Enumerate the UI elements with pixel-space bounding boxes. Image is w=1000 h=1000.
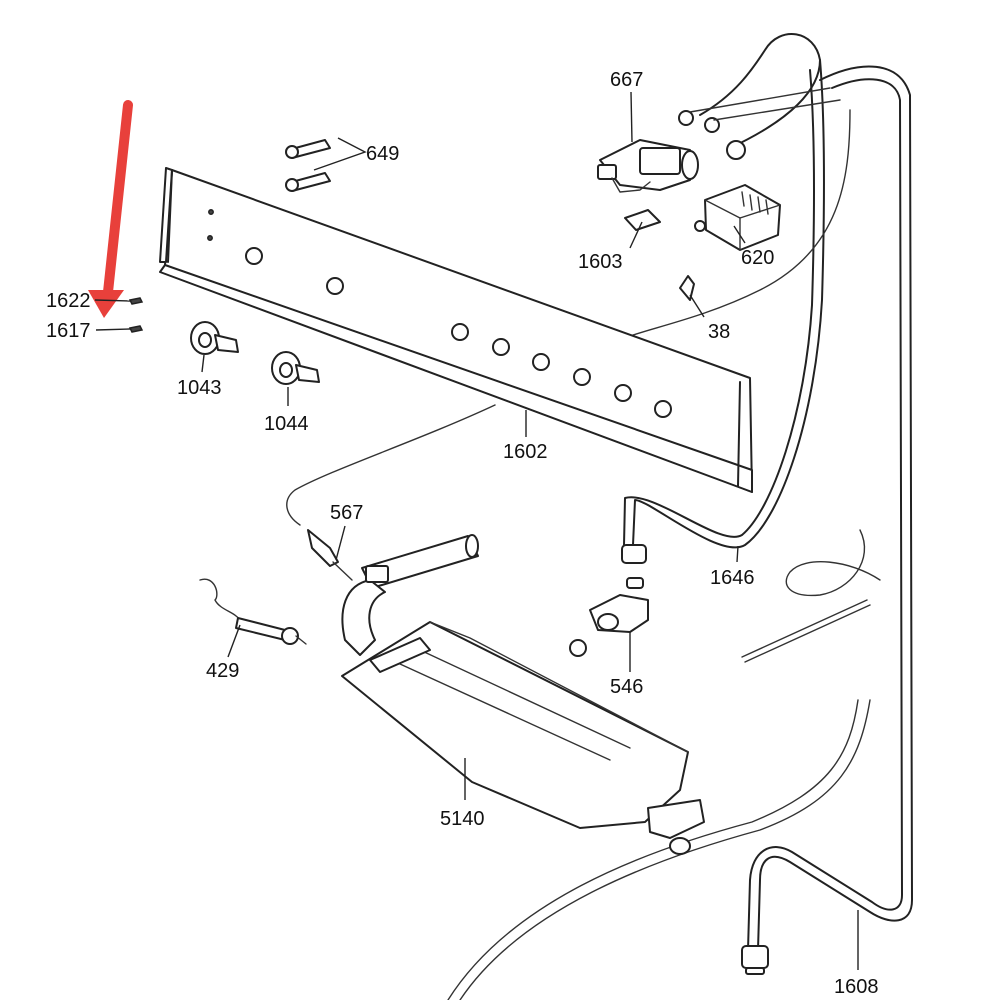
callout-1602: 1602	[503, 441, 548, 463]
knob-hole	[245, 247, 263, 265]
callout-38: 38	[708, 321, 730, 343]
gas-tube-1646	[619, 33, 851, 549]
knob-hole	[532, 353, 550, 371]
callout-1043: 1043	[177, 377, 222, 399]
knob-hole	[573, 368, 591, 386]
nut-icon	[741, 945, 769, 969]
red-arrow-indicator	[88, 100, 133, 318]
bushing-1044	[271, 351, 320, 385]
gas-tube-1608	[447, 65, 913, 1000]
burner-plate-5140	[341, 621, 705, 855]
ignition-electrode-649	[285, 139, 331, 192]
callout-429: 429	[206, 660, 239, 682]
knob-hole	[492, 338, 510, 356]
callout-5140: 5140	[440, 808, 485, 830]
knob-hole	[654, 400, 672, 418]
leader-lines	[94, 91, 859, 970]
callout-1617: 1617	[46, 320, 91, 342]
knob-hole	[614, 384, 632, 402]
part-labels: 649 667 1603 620 38 1622 1617 1043 1044 …	[46, 69, 879, 998]
callout-1622: 1622	[46, 290, 91, 312]
spark-plug-429	[235, 617, 307, 645]
bushing-1043	[190, 321, 239, 355]
thermostat-valve-667	[597, 87, 841, 193]
callout-1608: 1608	[834, 976, 879, 998]
callout-649: 649	[366, 143, 399, 165]
knob-hole	[326, 277, 344, 295]
burner-tube	[341, 534, 479, 656]
control-panel-1602	[159, 167, 753, 493]
thermocouple-567	[307, 529, 353, 581]
callout-620: 620	[741, 247, 774, 269]
callout-546: 546	[610, 676, 643, 698]
clip-38	[679, 275, 695, 301]
knob-hole	[451, 323, 469, 341]
thermocouple-wires	[199, 404, 881, 663]
screw-icon	[128, 297, 144, 333]
callout-1603: 1603	[578, 251, 623, 273]
callout-567: 567	[330, 502, 363, 524]
callout-1044: 1044	[264, 413, 309, 435]
callout-1646: 1646	[710, 567, 755, 589]
gas-cock-546	[569, 544, 649, 657]
selector-switch-620	[694, 184, 781, 251]
callout-667: 667	[610, 69, 643, 91]
nut-icon	[745, 967, 765, 975]
clip-1603	[624, 209, 661, 231]
